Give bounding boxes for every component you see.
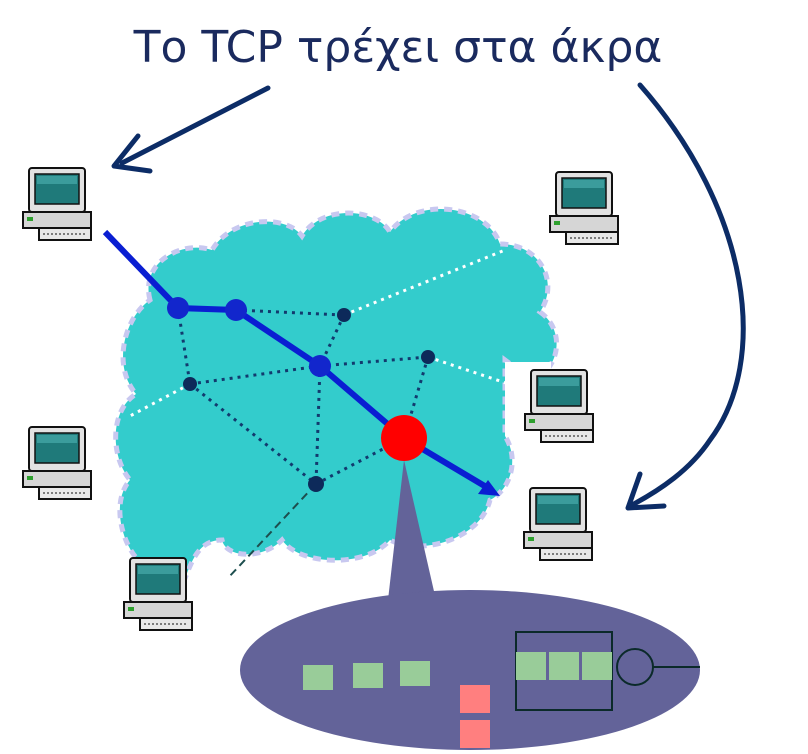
router-node [421, 350, 435, 364]
router-node [225, 299, 247, 321]
arrow-to-right-host-head [625, 471, 667, 511]
router-internals [303, 631, 700, 748]
router-node [183, 377, 197, 391]
annotation-arrows [111, 82, 746, 511]
computer-icon [523, 487, 593, 561]
computer-icon [22, 167, 92, 241]
router-node [309, 355, 331, 377]
arrow-to-left-host-head [111, 133, 153, 174]
buffer-packet [516, 652, 546, 680]
access-links [129, 248, 513, 418]
computer-icon [123, 557, 193, 631]
queued-packet [400, 661, 430, 686]
computer-icon [22, 426, 92, 500]
router-node [167, 297, 189, 319]
dropped-packet [460, 720, 490, 748]
buffer-packet [582, 652, 612, 680]
network-cloud [113, 206, 560, 597]
diagram-title: Το TCP τρέχει στα άκρα [133, 22, 663, 73]
router-nodes [167, 297, 435, 492]
bottom-left-link [227, 483, 317, 579]
arrow-to-right-host [629, 82, 746, 508]
router-node [308, 476, 324, 492]
buffer-packet [549, 652, 579, 680]
dropped-packet [460, 685, 490, 713]
queued-packet [303, 665, 333, 690]
router-node [337, 308, 351, 322]
computer-icon [549, 171, 619, 245]
congested-router [381, 415, 427, 461]
queued-packet [353, 663, 383, 688]
arrow-to-left-host [119, 85, 271, 166]
tcp-path-arrowhead [478, 480, 500, 496]
